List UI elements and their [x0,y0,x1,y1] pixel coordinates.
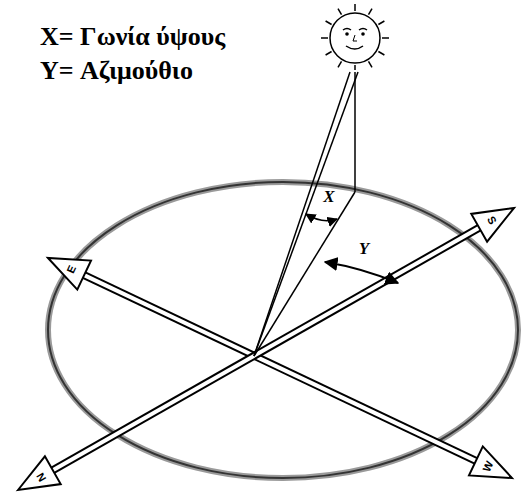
horizon-edge [48,182,518,478]
horizon-ring [48,182,518,478]
angle-label: X [323,188,334,205]
azimuth-arc [325,262,398,283]
altitude-arc [306,214,337,221]
legend-text: Y= Αζιμούθιο [40,58,193,84]
compass-axis [18,208,514,490]
sight-lines [254,72,358,356]
compass-axis [48,258,512,478]
legend-text: X= Γωνία ύψους [40,24,225,50]
sun-symbol [321,4,389,70]
angle-label: Y [359,240,369,257]
